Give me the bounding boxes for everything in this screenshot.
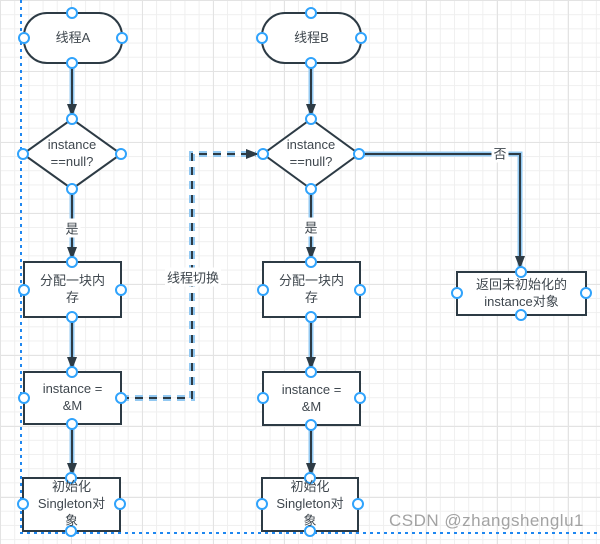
connection-handle[interactable] <box>353 148 365 160</box>
node-alloc-memory-b[interactable] <box>262 261 361 318</box>
connection-handle[interactable] <box>515 266 527 278</box>
connection-handle[interactable] <box>66 183 78 195</box>
connection-handle[interactable] <box>352 498 364 510</box>
decision-instance-null-a[interactable] <box>21 117 123 191</box>
connection-handle[interactable] <box>305 113 317 125</box>
connection-handle[interactable] <box>66 366 78 378</box>
connection-handle[interactable] <box>115 148 127 160</box>
connection-handle[interactable] <box>65 472 77 484</box>
node-assign-instance-a[interactable] <box>23 371 122 425</box>
edge-thread-switch-dashed[interactable] <box>121 149 259 401</box>
node-init-singleton-b[interactable] <box>261 477 359 532</box>
connection-handle[interactable] <box>304 525 316 537</box>
connection-handle[interactable] <box>18 32 30 44</box>
connection-handle[interactable] <box>257 284 269 296</box>
node-assign-instance-b[interactable] <box>262 371 361 426</box>
connection-handle[interactable] <box>305 256 317 268</box>
connection-handle[interactable] <box>115 392 127 404</box>
connection-handle[interactable] <box>305 7 317 19</box>
connection-handle[interactable] <box>66 7 78 19</box>
connection-handle[interactable] <box>305 311 317 323</box>
connection-handle[interactable] <box>65 525 77 537</box>
selection-handles[interactable] <box>17 7 592 537</box>
connection-handle[interactable] <box>17 148 29 160</box>
connection-handle[interactable] <box>354 392 366 404</box>
decision-instance-null-b[interactable] <box>261 117 361 191</box>
selection-boundary <box>20 0 600 534</box>
connection-handle[interactable] <box>257 148 269 160</box>
node-thread-a[interactable] <box>23 12 123 64</box>
node-alloc-memory-a[interactable] <box>23 261 122 318</box>
connection-handle[interactable] <box>66 418 78 430</box>
connection-handle[interactable] <box>66 311 78 323</box>
connection-handle[interactable] <box>304 472 316 484</box>
connection-handle[interactable] <box>256 498 268 510</box>
connection-handle[interactable] <box>18 284 30 296</box>
connection-handle[interactable] <box>66 256 78 268</box>
connection-handle[interactable] <box>580 287 592 299</box>
connection-handle[interactable] <box>114 498 126 510</box>
connection-handle[interactable] <box>115 284 127 296</box>
connection-handle[interactable] <box>355 32 367 44</box>
connection-handle[interactable] <box>305 419 317 431</box>
connection-handle[interactable] <box>66 57 78 69</box>
connection-handle[interactable] <box>17 498 29 510</box>
connection-handle[interactable] <box>257 392 269 404</box>
connection-handle[interactable] <box>354 284 366 296</box>
edge-cond-b-no-to-return[interactable] <box>359 151 525 269</box>
node-init-singleton-a[interactable] <box>22 477 121 532</box>
connection-handle[interactable] <box>18 392 30 404</box>
connection-handle[interactable] <box>116 32 128 44</box>
connection-handle[interactable] <box>515 309 527 321</box>
connection-handle[interactable] <box>305 366 317 378</box>
connection-handle[interactable] <box>305 183 317 195</box>
node-return-uninitialized[interactable] <box>456 271 587 316</box>
connection-handle[interactable] <box>451 287 463 299</box>
connection-handle[interactable] <box>256 32 268 44</box>
connection-handle[interactable] <box>305 57 317 69</box>
node-thread-b[interactable] <box>261 12 362 64</box>
connection-handle[interactable] <box>66 113 78 125</box>
